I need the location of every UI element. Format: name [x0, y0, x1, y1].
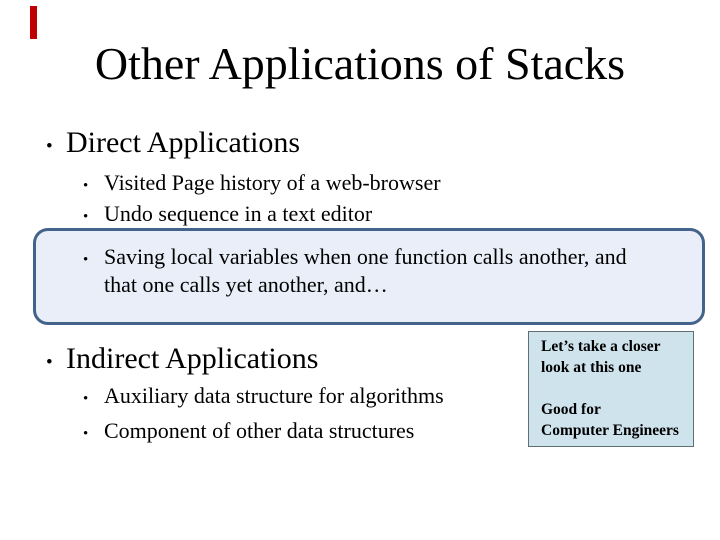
bullet-label: Direct Applications	[66, 126, 301, 159]
bullet-item-component-structures: • Component of other data structures	[83, 420, 414, 442]
callout-note-box: Let’s take a closer look at this one Goo…	[528, 331, 694, 447]
bullet-icon: •	[83, 252, 89, 268]
bullet-item-direct-applications: • Direct Applications	[46, 128, 300, 158]
callout-line: Good for	[541, 401, 601, 418]
bullet-label: Indirect Applications	[66, 342, 319, 375]
bullet-label: Undo sequence in a text editor	[104, 201, 373, 226]
highlight-box	[33, 228, 705, 325]
callout-line	[541, 378, 687, 399]
bullet-item-saving-locals: • Saving local variables when one functi…	[83, 243, 627, 299]
bullet-item-auxiliary-structure: • Auxiliary data structure for algorithm…	[83, 385, 444, 407]
bullet-item-visited-history: • Visited Page history of a web-browser	[83, 172, 441, 194]
bullet-label: Saving local variables when one function…	[104, 244, 627, 297]
bullet-icon: •	[83, 178, 89, 194]
bullet-item-undo-sequence: • Undo sequence in a text editor	[83, 203, 372, 225]
bullet-label: Auxiliary data structure for algorithms	[104, 383, 444, 408]
red-marker-bar	[30, 6, 37, 39]
bullet-icon: •	[83, 391, 89, 407]
callout-line: look at this one	[541, 359, 642, 376]
slide-title: Other Applications of Stacks	[94, 38, 626, 89]
bullet-icon: •	[83, 209, 89, 225]
bullet-icon: •	[46, 136, 53, 157]
callout-line: Computer Engineers	[541, 422, 679, 439]
callout-line: Let’s take a closer	[541, 338, 661, 355]
bullet-label: Visited Page history of a web-browser	[104, 170, 441, 195]
bullet-icon: •	[83, 426, 89, 442]
bullet-item-indirect-applications: • Indirect Applications	[46, 344, 318, 374]
bullet-label: Component of other data structures	[104, 418, 415, 443]
bullet-icon: •	[46, 352, 53, 373]
